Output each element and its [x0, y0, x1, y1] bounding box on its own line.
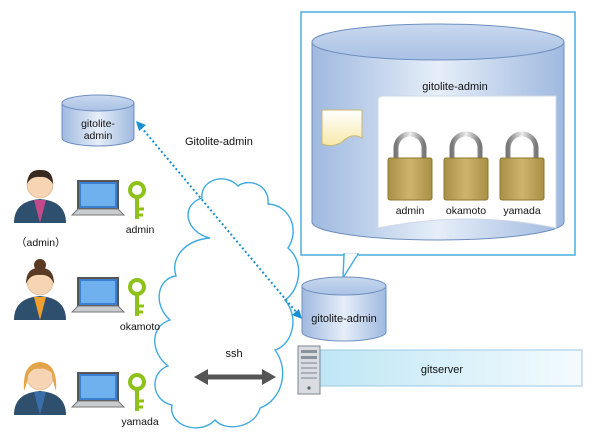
user-yamada: yamada	[14, 362, 159, 428]
padlock-body	[387, 157, 433, 201]
shirt	[34, 392, 46, 415]
padlock-label: okamoto	[446, 205, 486, 217]
sync-link: Gitolite-admin	[136, 121, 302, 319]
local-repo-label-line2: admin	[84, 130, 113, 142]
padlock-body	[443, 157, 489, 201]
big-repo-title: gitolite-admin	[422, 81, 487, 93]
key-label: admin	[126, 224, 155, 236]
key-icon	[128, 181, 146, 219]
link-label: Gitolite-admin	[185, 136, 253, 148]
user-okamoto: okamoto	[14, 259, 160, 333]
key-icon	[128, 373, 146, 411]
gitserver: gitserver	[297, 345, 583, 395]
person-avatar	[14, 259, 66, 320]
server-repo-cylinder: gitolite-admin	[301, 276, 387, 342]
shirt	[34, 200, 46, 223]
admin-role-note: （admin）	[16, 237, 66, 249]
document-icon	[321, 109, 363, 147]
laptop-icon	[70, 180, 126, 216]
key-label: yamada	[121, 416, 159, 428]
ssh-label: ssh	[225, 348, 242, 360]
callout-tail	[342, 253, 360, 281]
server-repo-label: gitolite-admin	[311, 313, 376, 325]
padlock-okamoto: okamoto	[443, 131, 489, 217]
padlock-label: admin	[396, 205, 425, 217]
user-admin: admin	[14, 169, 155, 236]
link-arrow-top	[136, 121, 146, 131]
padlock-shackle	[393, 131, 427, 160]
detail-callout: gitolite-admin admin okamoto yamada	[300, 11, 576, 281]
person-avatar	[14, 169, 66, 223]
gitserver-label: gitserver	[421, 364, 464, 376]
padlock-yamada: yamada	[499, 131, 545, 217]
shirt	[34, 297, 46, 320]
ssh-connection: ssh	[194, 348, 276, 385]
arrow-right-head	[262, 369, 276, 385]
laptop-icon	[70, 277, 126, 313]
local-repo-label: gitolite-	[81, 118, 115, 130]
link-arrow-bottom	[292, 309, 302, 319]
laptop-icon	[70, 372, 126, 408]
key-icon	[128, 278, 146, 316]
padlock-admin: admin	[387, 131, 433, 217]
key-label: okamoto	[120, 321, 160, 333]
person-avatar	[14, 362, 66, 415]
user-group: admin okamoto yamada	[14, 169, 160, 428]
padlock-label: yamada	[503, 205, 541, 217]
local-repo-cylinder: gitolite- admin	[61, 94, 135, 147]
padlock-shackle	[505, 131, 539, 160]
padlock-shackle	[449, 131, 483, 160]
lock-group: admin okamoto yamada	[387, 131, 545, 217]
network-cloud	[154, 178, 300, 429]
padlock-body	[499, 157, 545, 201]
gitserver-bar	[319, 349, 583, 387]
server-tower-icon	[297, 345, 321, 395]
arrow-left-head	[194, 369, 208, 385]
